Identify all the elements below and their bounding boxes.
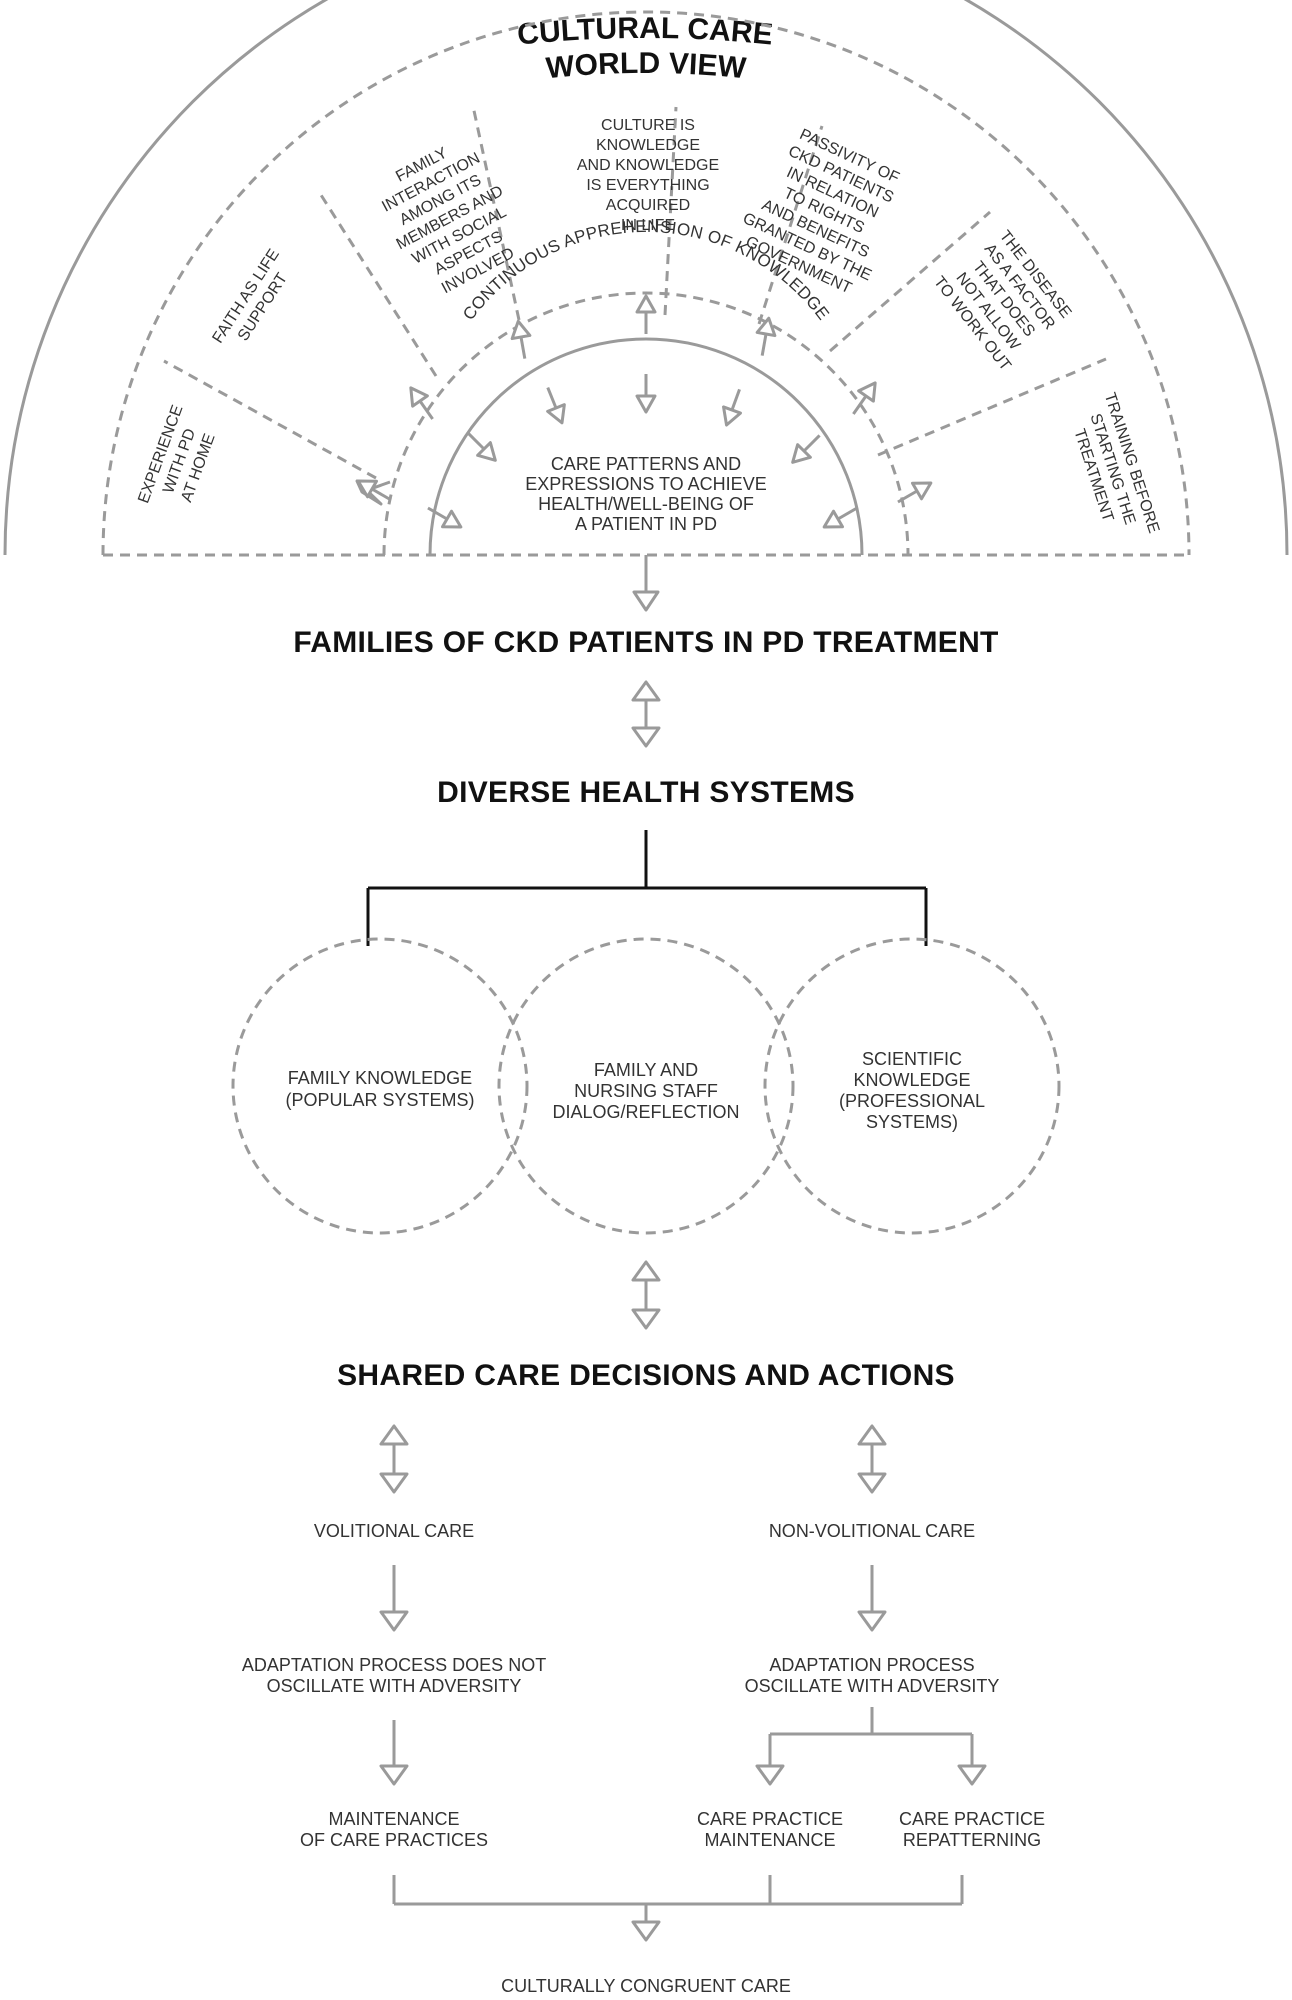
svg-text:OSCILLATE WITH ADVERSITY: OSCILLATE WITH ADVERSITY <box>267 1676 522 1696</box>
double-arrow-icon <box>631 1260 661 1330</box>
non-volitional-care: NON-VOLITIONAL CARE <box>769 1521 975 1541</box>
arrow-outward-icon <box>356 479 392 502</box>
svg-text:SYSTEMS): SYSTEMS) <box>866 1112 958 1132</box>
svg-text:MAINTENANCE: MAINTENANCE <box>328 1809 459 1829</box>
svg-text:FAMILY KNOWLEDGE: FAMILY KNOWLEDGE <box>288 1068 472 1088</box>
bottom-bracket <box>392 1875 964 1942</box>
arrow-outward-icon <box>755 316 777 356</box>
right-outcome-repatterning: CARE PRACTICE REPATTERNING <box>899 1809 1045 1850</box>
sector-label-passivity: PASSIVITY OF CKD PATIENTS IN RELATION TO… <box>740 126 902 297</box>
arrow-down-icon <box>632 555 660 612</box>
double-arrow-icon <box>857 1424 887 1494</box>
svg-text:FAMILY AND: FAMILY AND <box>594 1060 698 1080</box>
svg-text:ADAPTATION PROCESS: ADAPTATION PROCESS <box>769 1655 974 1675</box>
svg-text:HEALTH/WELL-BEING OF: HEALTH/WELL-BEING OF <box>538 494 754 514</box>
svg-text:ACQUIRED: ACQUIRED <box>606 197 690 214</box>
sector-label-culture: CULTURE IS KNOWLEDGE AND KNOWLEDGE IS EV… <box>577 117 719 234</box>
arrow-inward-icon <box>546 387 566 425</box>
outer-arc <box>3 0 1289 556</box>
sector-divider <box>757 125 824 325</box>
sector-divider <box>877 357 1107 457</box>
arrow-inward-icon <box>791 434 821 464</box>
sector-divider <box>163 359 377 480</box>
circle-scientific <box>763 937 1061 1235</box>
svg-text:KNOWLEDGE: KNOWLEDGE <box>596 137 700 154</box>
svg-text:KNOWLEDGE: KNOWLEDGE <box>853 1070 970 1090</box>
svg-text:EXPRESSIONS TO ACHIEVE: EXPRESSIONS TO ACHIEVE <box>525 474 766 494</box>
svg-text:CULTURE IS: CULTURE IS <box>601 117 695 134</box>
title-line-2: WORLD VIEW <box>545 47 749 85</box>
middle-ring <box>382 291 910 556</box>
sector-divider <box>829 210 991 353</box>
left-outcome: MAINTENANCE OF CARE PRACTICES <box>300 1809 488 1850</box>
arrow-inward-icon <box>822 506 858 529</box>
svg-text:CARE PATTERNS AND: CARE PATTERNS AND <box>551 454 741 474</box>
svg-text:CARE PRACTICE: CARE PRACTICE <box>899 1809 1045 1829</box>
arrow-outward-icon <box>409 386 434 420</box>
svg-text:IN LIFE: IN LIFE <box>621 217 675 234</box>
svg-text:IS EVERYTHING: IS EVERYTHING <box>586 177 709 194</box>
arrow-down-icon <box>957 1764 987 1786</box>
svg-text:NURSING STAFF: NURSING STAFF <box>574 1081 718 1101</box>
arrow-inward-icon <box>635 374 657 414</box>
right-adaptation: ADAPTATION PROCESS OSCILLATE WITH ADVERS… <box>745 1655 1000 1696</box>
arrow-outward-icon <box>635 294 657 334</box>
svg-text:REPATTERNING: REPATTERNING <box>903 1830 1041 1850</box>
svg-text:(POPULAR SYSTEMS): (POPULAR SYSTEMS) <box>285 1090 474 1110</box>
arrow-down-icon <box>755 1764 785 1786</box>
sector-label-experience: EXPERIENCE WITH PD AT HOME <box>135 403 218 506</box>
circle-text-family-knowledge: FAMILY KNOWLEDGE (POPULAR SYSTEMS) <box>285 1068 474 1110</box>
sector-divider <box>663 106 678 316</box>
arrow-inward-icon <box>467 432 497 462</box>
volitional-care: VOLITIONAL CARE <box>314 1521 474 1541</box>
core-label: CARE PATTERNS AND EXPRESSIONS TO ACHIEVE… <box>525 454 766 534</box>
svg-text:OSCILLATE WITH ADVERSITY: OSCILLATE WITH ADVERSITY <box>745 1676 1000 1696</box>
double-arrow-icon <box>631 680 661 748</box>
sector-label-faith: FAITH AS LIFE SUPPORT <box>210 246 292 346</box>
arrow-outward-icon <box>852 381 877 415</box>
arrow-outward-icon <box>897 481 933 504</box>
arrow-down-icon <box>379 1720 409 1786</box>
systems-bracket <box>366 830 928 946</box>
svg-text:AND KNOWLEDGE: AND KNOWLEDGE <box>577 157 719 174</box>
svg-text:MAINTENANCE: MAINTENANCE <box>704 1830 835 1850</box>
arrow-inward-icon <box>722 388 742 427</box>
svg-text:OF CARE PRACTICES: OF CARE PRACTICES <box>300 1830 488 1850</box>
venn-circles <box>231 937 1061 1235</box>
health-systems-heading: DIVERSE HEALTH SYSTEMS <box>437 776 855 809</box>
double-arrow-icon <box>379 1424 409 1494</box>
circle-text-scientific: SCIENTIFIC KNOWLEDGE (PROFESSIONAL SYSTE… <box>839 1049 985 1132</box>
arrow-inward-icon <box>427 506 463 529</box>
arrow-down-icon <box>379 1565 409 1632</box>
svg-text:(PROFESSIONAL: (PROFESSIONAL <box>839 1091 985 1111</box>
final-outcome: CULTURALLY CONGRUENT CARE <box>501 1976 791 1996</box>
right-split-connector <box>755 1707 987 1786</box>
sector-divider <box>319 194 438 377</box>
arrow-down-icon <box>857 1565 887 1632</box>
circle-family-knowledge <box>231 937 529 1235</box>
svg-text:A PATIENT IN PD: A PATIENT IN PD <box>575 514 717 534</box>
circle-text-dialog: FAMILY AND NURSING STAFF DIALOG/REFLECTI… <box>552 1060 739 1122</box>
circle-dialog <box>497 937 795 1235</box>
svg-text:ADAPTATION PROCESS DOES NOT: ADAPTATION PROCESS DOES NOT <box>242 1655 546 1675</box>
shared-decisions-heading: SHARED CARE DECISIONS AND ACTIONS <box>337 1359 955 1392</box>
arrow-outward-icon <box>510 319 532 359</box>
svg-text:DIALOG/REFLECTION: DIALOG/REFLECTION <box>552 1102 739 1122</box>
right-outcome-maintenance: CARE PRACTICE MAINTENANCE <box>697 1809 843 1850</box>
families-heading: FAMILIES OF CKD PATIENTS IN PD TREATMENT <box>293 626 998 659</box>
left-adaptation: ADAPTATION PROCESS DOES NOT OSCILLATE WI… <box>242 1655 546 1696</box>
svg-text:CARE PRACTICE: CARE PRACTICE <box>697 1809 843 1829</box>
sector-label-training: TRAINING BEFORE STARTING THE TREATMENT <box>1070 391 1162 536</box>
svg-text:SCIENTIFIC: SCIENTIFIC <box>862 1049 962 1069</box>
sector-divider <box>471 105 521 321</box>
core-arc <box>428 337 864 556</box>
sector-band <box>101 10 1191 557</box>
arrow-down-icon <box>631 1920 661 1942</box>
ring-arrows <box>356 294 933 529</box>
